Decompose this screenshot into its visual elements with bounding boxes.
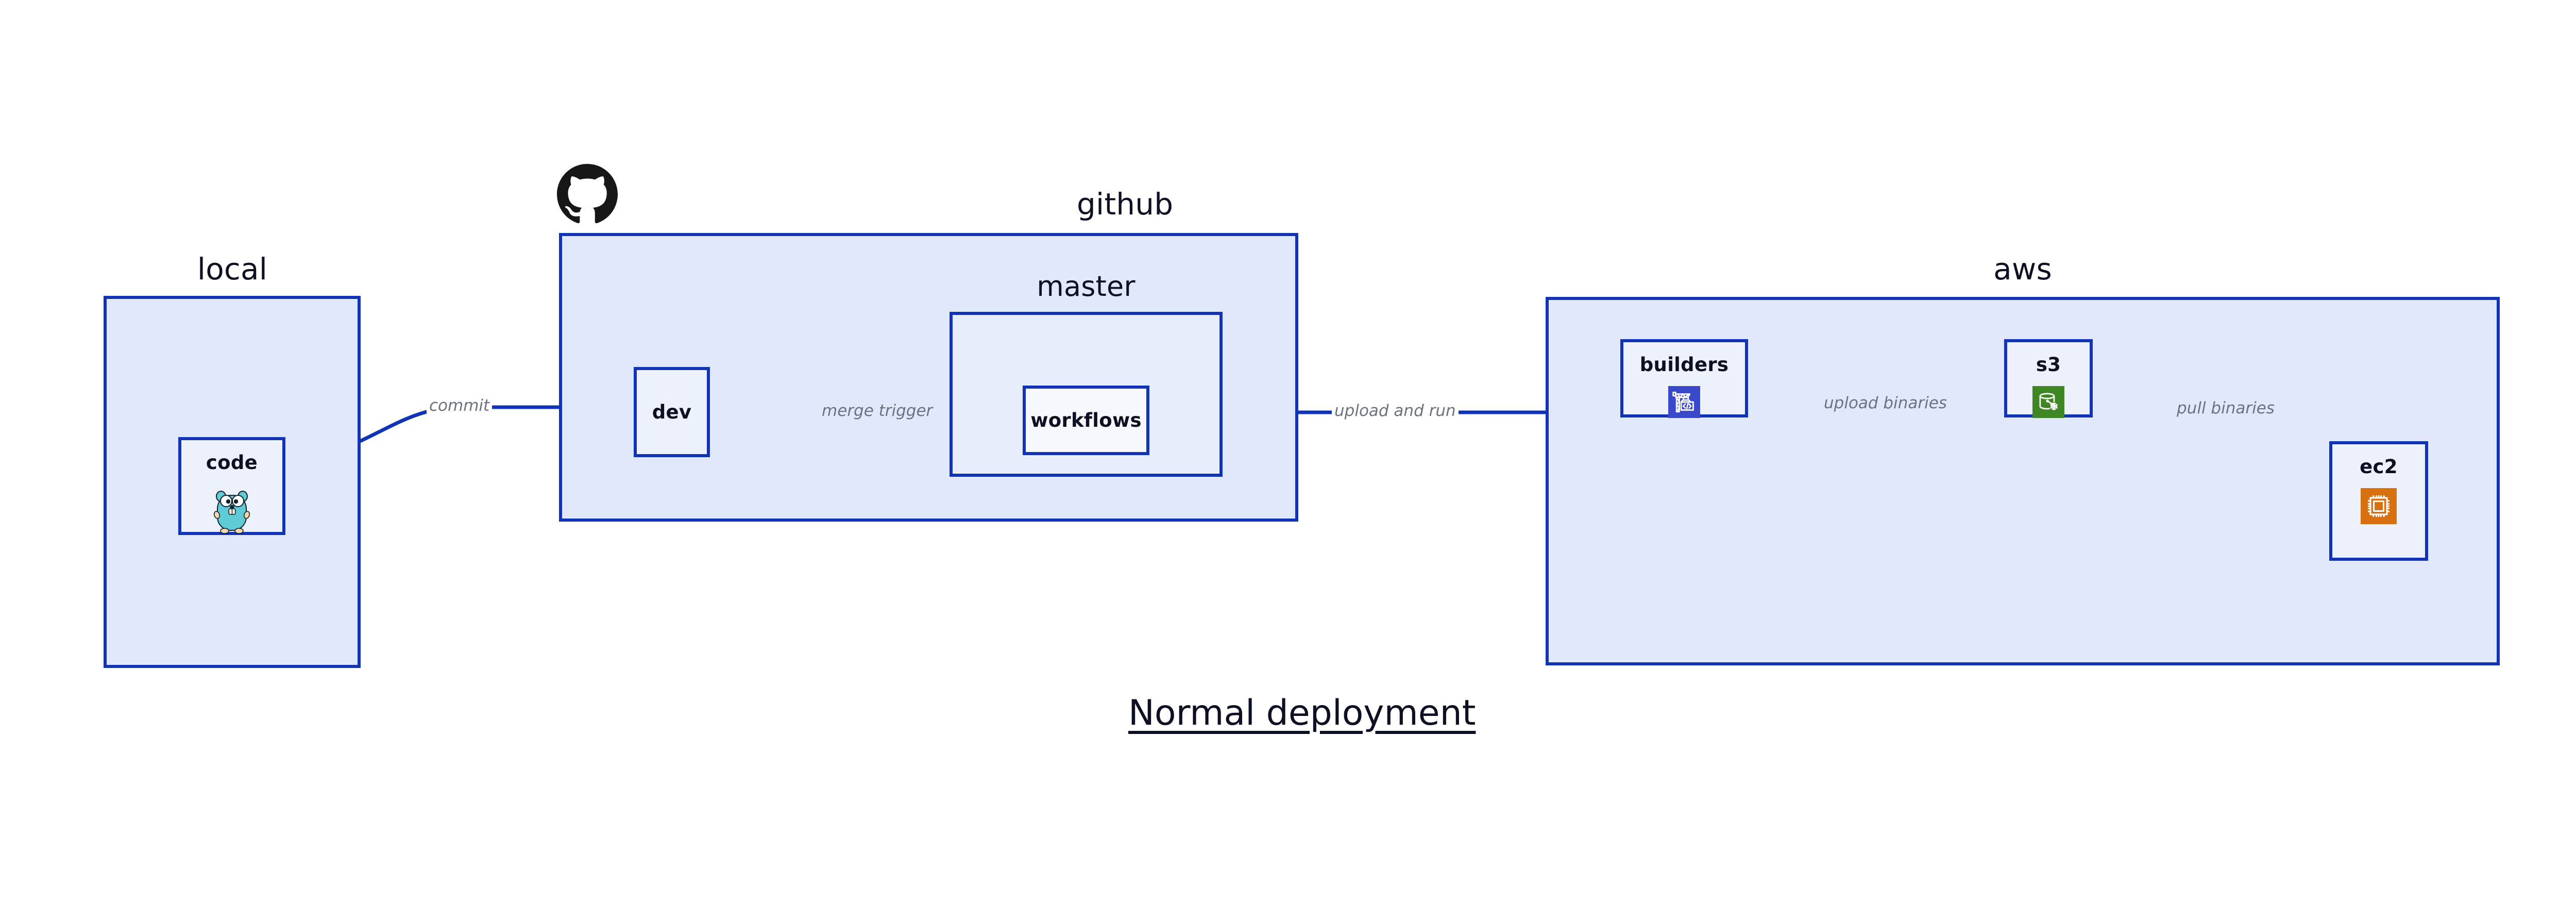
node-s3[interactable]: s3 [2004, 339, 2093, 420]
node-label-s3: s3 [2036, 354, 2061, 376]
group-label-aws: aws [1993, 252, 2052, 287]
edge-label-upload-and-run: upload and run [1332, 403, 1459, 419]
edge-label-pull-binaries: pull binaries [2174, 400, 2277, 416]
node-code[interactable]: code [178, 437, 285, 535]
node-label-dev: dev [652, 401, 692, 423]
node-label-builders: builders [1639, 354, 1729, 376]
node-builders[interactable]: builders [1620, 339, 1748, 420]
node-label-workflows: workflows [1030, 409, 1142, 431]
node-dev[interactable]: dev [634, 367, 710, 457]
figure-title: Normal deployment [1128, 693, 1476, 733]
go-gopher-icon [212, 484, 251, 538]
group-label-master: master [1037, 270, 1136, 303]
node-label-code: code [206, 452, 258, 474]
edge-label-upload-binaries: upload binaries [1821, 395, 1950, 411]
edge-label-commit: commit [427, 398, 493, 414]
group-label-local: local [197, 252, 268, 287]
node-ec2[interactable]: ec2 [2329, 441, 2428, 561]
aws-s3-glacier-icon [2032, 386, 2064, 420]
github-octocat-icon [556, 164, 618, 227]
aws-codebuild-icon [1668, 386, 1700, 420]
node-workflows[interactable]: workflows [1023, 386, 1149, 455]
edge-label-merge-trigger: merge trigger [819, 403, 936, 419]
aws-ec2-icon [2361, 488, 2397, 526]
node-label-ec2: ec2 [2360, 456, 2398, 478]
group-label-github: github [1077, 187, 1174, 222]
